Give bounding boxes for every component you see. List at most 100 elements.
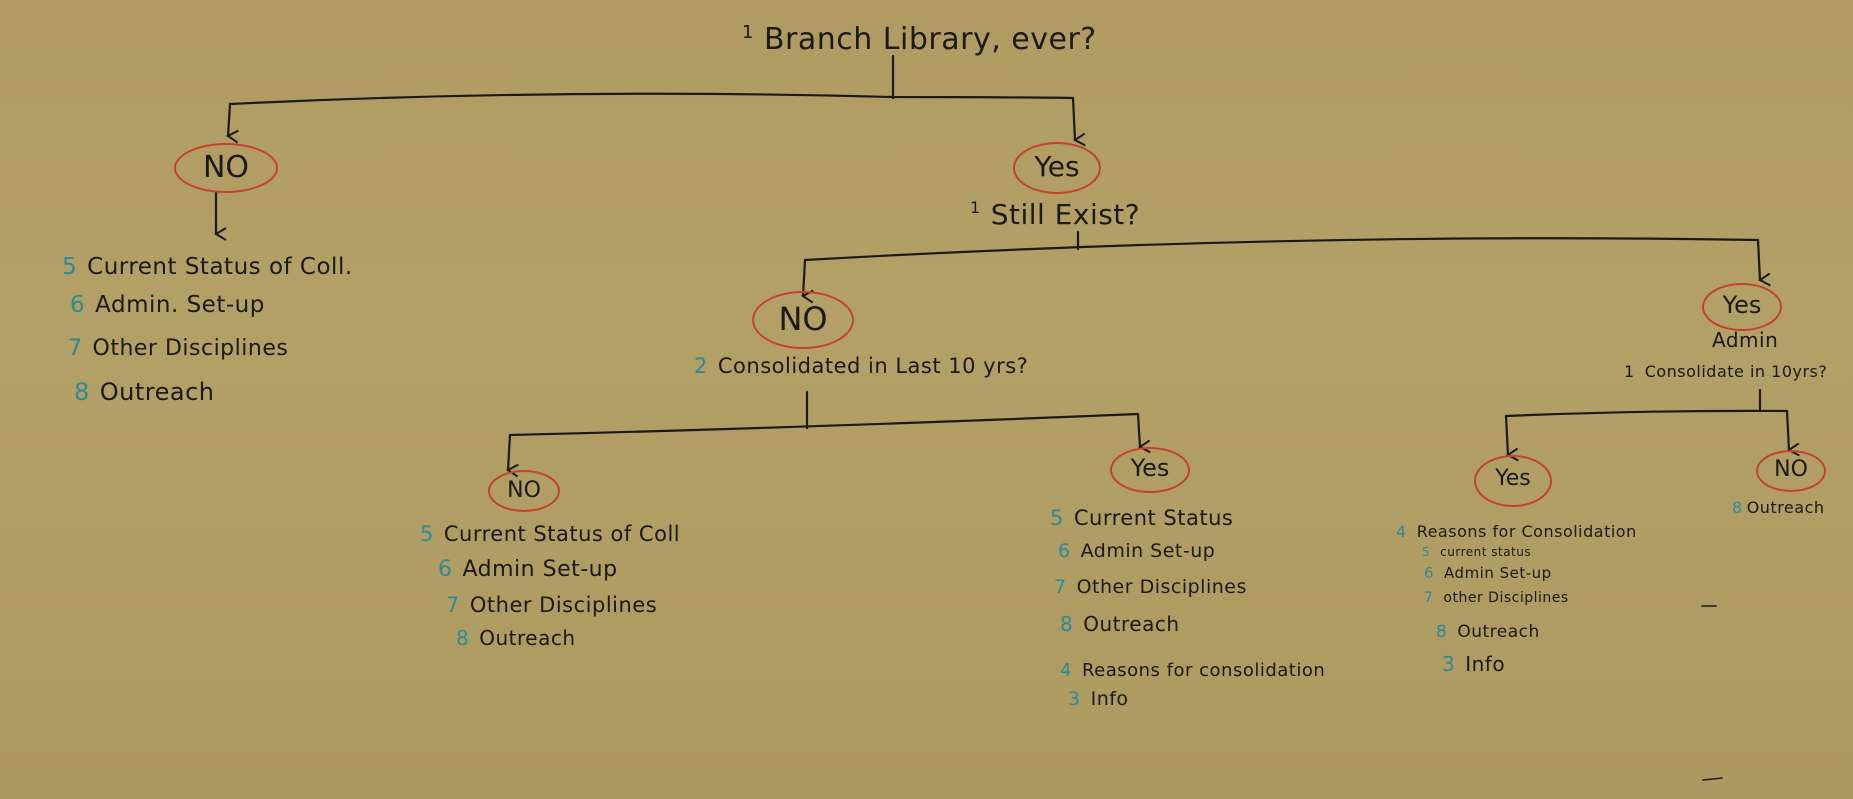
item-number: 8 [1060, 612, 1074, 636]
item-text: Outreach [1083, 612, 1180, 636]
edge-still-horizontal [803, 237, 1760, 262]
answer-c10-no-label: NO [1774, 457, 1808, 482]
edge-consol-horizontal [508, 412, 1140, 437]
answer-c10-yes-label: Yes [1495, 466, 1531, 491]
list-item: 8 Outreach [456, 626, 576, 650]
answer-yes-top-label: Yes [1034, 150, 1080, 183]
consolidated-last-10-question: 2 Consolidated in Last 10 yrs? [694, 354, 1028, 378]
edge-consol-to-yes [1136, 412, 1151, 454]
edge-c10-to-yes [1504, 414, 1519, 462]
list-item: 6 Admin Set-up [1424, 564, 1552, 582]
item-text: Outreach [479, 626, 576, 650]
admin-note: Admin [1712, 328, 1779, 352]
list-item: 4 Reasons for Consolidation [1396, 522, 1637, 541]
answer-oval-no-top [174, 143, 278, 193]
edge-consol-to-no [506, 433, 519, 478]
answer-still-yes-label: Yes [1722, 291, 1762, 319]
question-number: 1 [1624, 362, 1635, 381]
list-item: 3 Info [1442, 652, 1505, 676]
answer-still-no-label: NO [778, 300, 828, 338]
edge-c10-horizontal [1504, 409, 1789, 418]
edge-root-horizontal [228, 92, 1075, 106]
answer-no-top-label: NO [202, 150, 250, 185]
board-mark [1702, 777, 1723, 781]
item-text: Reasons for Consolidation [1416, 522, 1637, 541]
item-number: 3 [1068, 688, 1081, 710]
root-number: 1 [742, 22, 754, 43]
item-text: current status [1440, 545, 1532, 559]
item-number: 7 [446, 593, 460, 617]
list-item: 5 current status [1422, 545, 1531, 559]
item-text: Other Disciplines [92, 336, 289, 361]
item-number: 7 [68, 336, 83, 361]
answer-oval-c10-no [1756, 450, 1826, 492]
item-text: other Disciplines [1443, 590, 1569, 606]
list-item: 7 other Disciplines [1424, 590, 1569, 606]
list-item: 3 Info [1068, 688, 1129, 710]
question-number: 1 [970, 198, 981, 217]
list-item: 7 Other Disciplines [68, 336, 288, 361]
question-label: Consolidate in 10yrs? [1644, 362, 1828, 381]
item-text: Outreach [99, 378, 215, 406]
item-number: 5 [1050, 506, 1064, 530]
item-text: Admin. Set-up [95, 292, 265, 318]
list-item: 8 Outreach [1060, 612, 1180, 636]
item-number: 6 [438, 557, 453, 582]
question-number: 2 [694, 354, 708, 378]
edge-still-to-no [801, 258, 814, 304]
item-text: Other Disciplines [1076, 576, 1247, 598]
list-item: 5 Current Status [1050, 506, 1233, 530]
item-number: 8 [456, 626, 470, 650]
item-number: 8 [74, 378, 90, 406]
item-text: Outreach [1457, 622, 1540, 642]
answer-oval-yes-top [1013, 142, 1101, 194]
item-number: 8 [1732, 498, 1743, 517]
item-number: 5 [62, 254, 78, 280]
edge-still-to-yes [1756, 238, 1771, 287]
list-item: 8 Outreach [74, 378, 215, 406]
item-number: 8 [1436, 622, 1448, 642]
answer-oval-consol-no [488, 470, 560, 512]
edge-c10-to-no [1785, 409, 1800, 457]
consolidate-in-10yrs-question: 1 Consolidate in 10yrs? [1624, 362, 1827, 381]
answer-oval-consol-yes [1110, 447, 1190, 493]
item-text: Current Status of Coll. [87, 254, 353, 280]
item-number: 6 [1058, 540, 1071, 562]
item-number: 4 [1060, 660, 1072, 681]
item-text: Info [1465, 652, 1506, 676]
answer-consol-yes-label: Yes [1130, 454, 1170, 482]
list-item: 6 Admin. Set-up [70, 292, 265, 318]
item-number: 3 [1442, 652, 1456, 676]
list-item: 5 Current Status of Coll. [62, 254, 353, 280]
item-number: 6 [1424, 564, 1435, 582]
list-item: 6 Admin Set-up [438, 557, 618, 582]
edge-root-to-yes [1071, 96, 1086, 147]
answer-oval-c10-yes [1474, 455, 1552, 507]
item-number: 5 [1422, 545, 1431, 559]
item-text: Current Status [1073, 506, 1234, 530]
list-item: 6 Admin Set-up [1058, 540, 1215, 562]
item-text: Admin Set-up [1080, 540, 1216, 562]
item-text: Admin Set-up [462, 557, 618, 582]
item-text: Current Status of Coll [443, 522, 681, 546]
item-text: Other Disciplines [469, 593, 658, 617]
root-label: Branch Library, ever? [763, 22, 1097, 57]
item-number: 7 [1424, 590, 1434, 606]
list-item: 7 Other Disciplines [446, 593, 657, 617]
item-text: Admin Set-up [1444, 564, 1552, 582]
item-number: 6 [70, 292, 86, 318]
root-question: 1 Branch Library, ever? [742, 22, 1097, 57]
item-number: 7 [1054, 576, 1067, 598]
answer-consol-no-label: NO [507, 478, 541, 503]
item-text: Info [1090, 688, 1129, 710]
answer-oval-still-yes [1702, 283, 1782, 331]
item-number: 4 [1396, 522, 1407, 541]
question-label: Consolidated in Last 10 yrs? [717, 354, 1029, 378]
answer-oval-still-no [752, 291, 854, 349]
